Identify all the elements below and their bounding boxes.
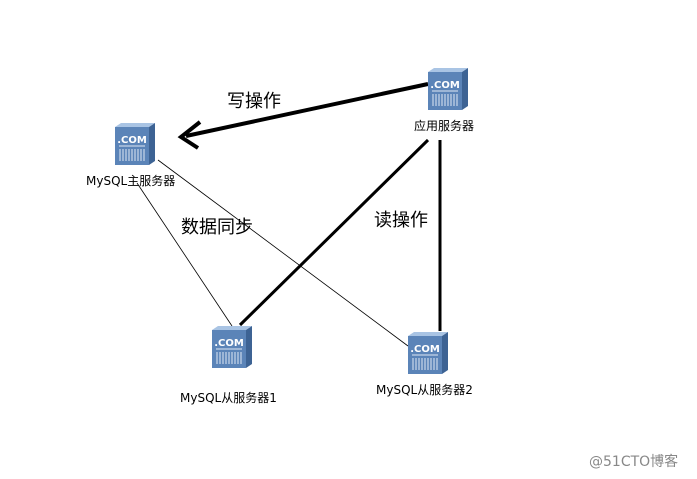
slave2-server-label: MySQL从服务器2 [376,383,473,397]
master-icon-text: .COM [117,135,147,146]
write-arrowhead [177,120,202,150]
slave2-icon-text: .COM [410,344,440,355]
sync-label: 数据同步 [181,217,253,238]
app-icon-text: .COM [430,80,460,91]
write-label: 写操作 [227,91,281,112]
read-line-slave1 [238,138,430,327]
watermark: @51CTO博客 [589,454,679,470]
write-arrow [185,82,429,138]
sync-line-slave1 [136,182,233,327]
master-server-label: MySQL主服务器 [86,174,176,188]
slave1-icon-text: .COM [214,338,244,349]
sync-line-slave2 [157,159,409,347]
app-server-label: 应用服务器 [414,119,475,133]
read-label: 读操作 [374,210,428,231]
slave1-server-label: MySQL从服务器1 [180,391,277,405]
